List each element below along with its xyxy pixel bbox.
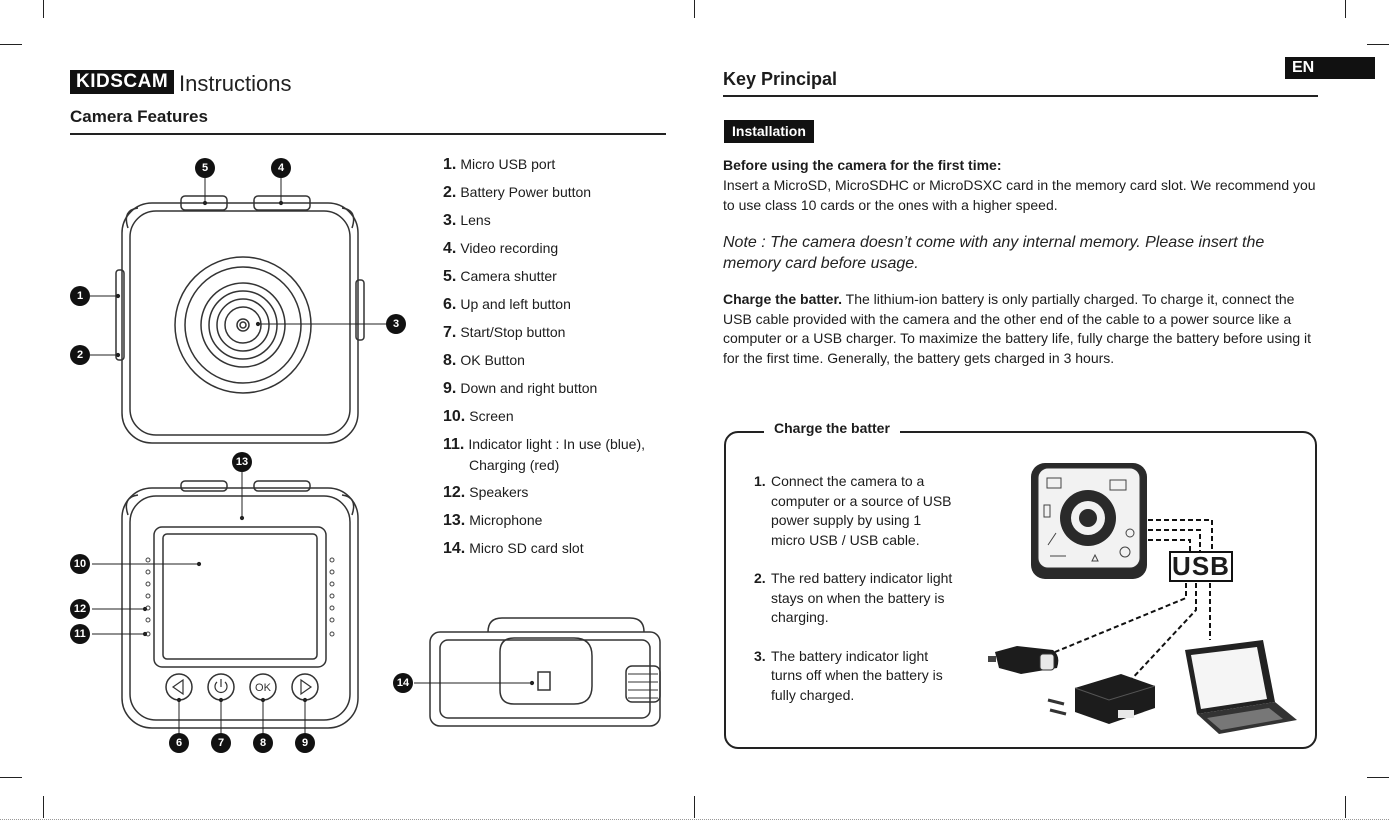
crop-mark [1367, 44, 1389, 45]
feature-item: 10.Screen [443, 408, 514, 425]
feature-item: 4.Video recording [443, 240, 559, 257]
laptop-icon [1185, 640, 1297, 734]
charge-steps: 1.Connect the camera to a computer or a … [754, 472, 959, 724]
callout-2: 2 [70, 345, 90, 365]
callout-5: 5 [195, 158, 215, 178]
charge-heading: Charge the batter. [723, 291, 843, 307]
callout-13: 13 [232, 452, 252, 472]
crop-mark [0, 777, 22, 778]
feature-item: 5.Camera shutter [443, 268, 557, 285]
crop-mark [43, 0, 44, 18]
feature-item: 1.Micro USB port [443, 156, 556, 173]
callout-7: 7 [211, 733, 231, 753]
feature-item: 11.Indicator light : In use (blue),Charg… [443, 436, 646, 473]
charge-box [724, 431, 1317, 749]
feature-item: 14.Micro SD card slot [443, 540, 584, 557]
crop-mark [694, 0, 695, 18]
callout-6: 6 [169, 733, 189, 753]
camera-back-diagram: OK [92, 472, 359, 734]
callout-14: 14 [393, 673, 413, 693]
feature-item: 13.Microphone [443, 512, 543, 529]
crop-mark [0, 44, 22, 45]
callout-10: 10 [70, 554, 90, 574]
crop-mark [694, 796, 695, 818]
charge-box-title: Charge the batter [764, 419, 900, 437]
before-use-text: Insert a MicroSD, MicroSDHC or MicroDSXC… [723, 177, 1316, 213]
feature-item: 2.Battery Power button [443, 184, 592, 201]
camera-bottom-diagram [414, 617, 661, 727]
callout-3: 3 [386, 314, 406, 334]
car-charger-icon [988, 646, 1059, 674]
camera-features-heading: Camera Features [70, 107, 208, 126]
crop-mark [1345, 796, 1346, 818]
brand-logo: KIDSCAM [70, 70, 175, 94]
crop-mark [1367, 777, 1389, 778]
feature-item: 6.Up and left button [443, 296, 571, 313]
wall-adapter-icon [1047, 674, 1156, 724]
document-title: Instructions [179, 71, 292, 96]
feature-list: 1.Micro USB port 2.Battery Power button … [443, 154, 645, 566]
callout-9: 9 [295, 733, 315, 753]
step-item: 2.The red battery indicator light stays … [754, 570, 953, 625]
callout-8: 8 [253, 733, 273, 753]
usb-label: USB [1169, 551, 1233, 582]
divider [723, 95, 1318, 97]
charge-text: The lithium-ion battery is only partiall… [723, 291, 1312, 366]
ok-button-label: OK [255, 682, 272, 694]
feature-item: 3.Lens [443, 212, 491, 229]
camera-icon [1031, 463, 1147, 579]
callout-1: 1 [70, 286, 90, 306]
memory-note: Note : The camera doesn’t come with any … [723, 234, 1265, 272]
key-principal-heading: Key Principal [723, 69, 838, 89]
crop-mark [1345, 0, 1346, 18]
callout-4: 4 [271, 158, 291, 178]
language-tab: EN [1285, 57, 1375, 79]
charging-illustration [988, 463, 1297, 734]
step-item: 1.Connect the camera to a computer or a … [754, 473, 952, 548]
charge-paragraph: Charge the batter. The lithium-ion batte… [723, 290, 1318, 368]
feature-item: 12.Speakers [443, 484, 529, 501]
camera-front-diagram [90, 178, 388, 444]
divider [70, 133, 666, 135]
feature-item: 9.Down and right button [443, 380, 598, 397]
feature-item: 8.OK Button [443, 352, 525, 369]
feature-item: 7.Start/Stop button [443, 324, 566, 341]
callout-11: 11 [70, 624, 90, 644]
before-use-heading: Before using the camera for the first ti… [723, 157, 1002, 173]
crop-mark [43, 796, 44, 818]
callout-12: 12 [70, 599, 90, 619]
page-bottom-edge [0, 819, 1389, 820]
installation-tag: Installation [724, 120, 814, 143]
step-item: 3.The battery indicator light turns off … [754, 647, 943, 703]
